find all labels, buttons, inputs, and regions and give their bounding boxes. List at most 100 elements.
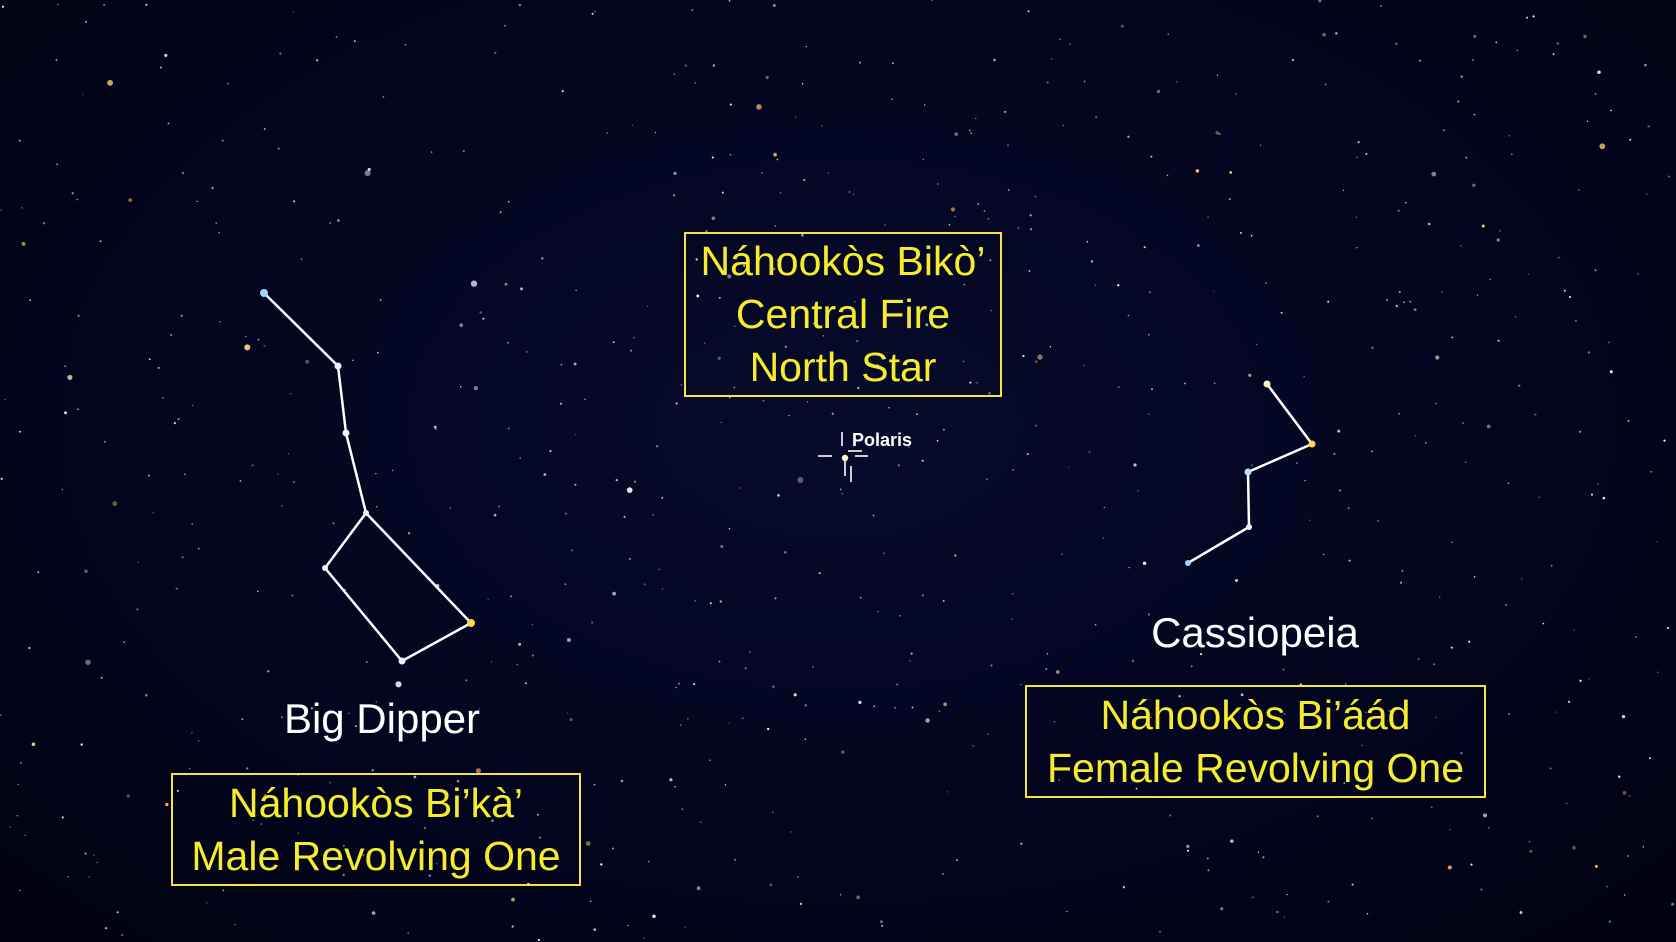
background-star bbox=[1239, 231, 1242, 234]
background-star bbox=[1137, 490, 1139, 492]
background-star bbox=[290, 393, 292, 395]
background-star bbox=[511, 925, 514, 928]
background-star bbox=[379, 299, 382, 301]
background-star bbox=[1323, 553, 1325, 556]
background-star bbox=[19, 889, 21, 892]
background-star bbox=[709, 602, 712, 605]
background-star bbox=[1418, 59, 1422, 62]
background-star bbox=[1257, 851, 1260, 853]
north-star-navajo-name: Náhookòs Bikò’ bbox=[700, 238, 986, 284]
background-star bbox=[1053, 721, 1056, 723]
background-star bbox=[1011, 618, 1014, 621]
background-star bbox=[925, 323, 929, 327]
background-star bbox=[856, 340, 859, 343]
background-star bbox=[680, 384, 683, 386]
background-star bbox=[1339, 489, 1342, 492]
background-star bbox=[93, 854, 95, 856]
background-star bbox=[1212, 290, 1215, 292]
background-star bbox=[1207, 216, 1209, 218]
background-star bbox=[82, 93, 84, 96]
background-star bbox=[371, 769, 374, 772]
background-star bbox=[1260, 144, 1262, 146]
background-star bbox=[734, 325, 736, 327]
background-star bbox=[1568, 700, 1571, 704]
background-star bbox=[478, 708, 481, 710]
background-star bbox=[606, 132, 609, 134]
background-star bbox=[708, 759, 711, 762]
background-star bbox=[1594, 269, 1597, 272]
background-star bbox=[776, 259, 779, 261]
background-star bbox=[1550, 564, 1553, 567]
background-star bbox=[733, 386, 736, 389]
background-star bbox=[962, 360, 965, 363]
background-star bbox=[805, 365, 808, 368]
background-star bbox=[0, 714, 2, 716]
big-dipper-star bbox=[260, 289, 268, 297]
background-star bbox=[0, 209, 2, 211]
background-star bbox=[518, 642, 522, 646]
big-dipper-label: Big Dipper bbox=[283, 695, 481, 742]
background-star bbox=[633, 480, 637, 483]
background-star bbox=[631, 124, 634, 127]
background-star bbox=[857, 386, 860, 390]
background-star bbox=[305, 359, 310, 364]
cassiopeia-line bbox=[1186, 525, 1251, 565]
background-star bbox=[831, 412, 834, 415]
background-star bbox=[729, 154, 732, 156]
background-star bbox=[1377, 520, 1379, 522]
big-dipper-star bbox=[363, 510, 369, 516]
background-star bbox=[1342, 189, 1345, 192]
background-star bbox=[727, 274, 732, 279]
background-star bbox=[1209, 707, 1212, 711]
background-star bbox=[1117, 284, 1120, 287]
background-star bbox=[856, 895, 861, 900]
background-star bbox=[1558, 256, 1560, 259]
background-star bbox=[724, 784, 727, 786]
background-star bbox=[256, 590, 259, 593]
background-star bbox=[1413, 308, 1417, 312]
background-star bbox=[510, 595, 512, 598]
background-star bbox=[954, 554, 957, 557]
background-star bbox=[1505, 603, 1508, 606]
background-star bbox=[564, 512, 567, 515]
background-star bbox=[244, 344, 251, 351]
background-star bbox=[1457, 100, 1460, 103]
background-star bbox=[880, 920, 883, 924]
background-star bbox=[1608, 920, 1611, 923]
background-star bbox=[989, 259, 992, 262]
background-star bbox=[772, 811, 774, 814]
background-star bbox=[541, 257, 544, 260]
background-star bbox=[728, 0, 731, 2]
background-star bbox=[1578, 189, 1580, 191]
background-star bbox=[19, 430, 22, 433]
background-star bbox=[67, 876, 69, 878]
background-star bbox=[1046, 653, 1049, 655]
background-star bbox=[647, 860, 650, 863]
background-star bbox=[852, 193, 855, 195]
background-star bbox=[1435, 402, 1437, 405]
background-star bbox=[355, 725, 357, 728]
background-star bbox=[1169, 814, 1172, 817]
background-star bbox=[57, 3, 59, 6]
background-star bbox=[1046, 81, 1049, 84]
background-star bbox=[293, 200, 296, 203]
background-star bbox=[1574, 319, 1577, 322]
background-star bbox=[711, 216, 716, 221]
background-star bbox=[1519, 911, 1523, 914]
background-star bbox=[848, 191, 851, 193]
background-star bbox=[788, 358, 791, 361]
background-star bbox=[491, 819, 494, 822]
background-star bbox=[909, 660, 911, 662]
background-star bbox=[197, 547, 200, 550]
background-star bbox=[76, 198, 79, 201]
background-star bbox=[263, 344, 266, 347]
background-star bbox=[812, 665, 814, 668]
background-star bbox=[1430, 806, 1433, 809]
background-star bbox=[1034, 195, 1037, 198]
background-star bbox=[1248, 373, 1252, 377]
background-star bbox=[1069, 43, 1071, 45]
background-star bbox=[950, 207, 956, 212]
background-star bbox=[287, 453, 290, 455]
background-star bbox=[681, 808, 684, 810]
background-star bbox=[684, 64, 687, 67]
